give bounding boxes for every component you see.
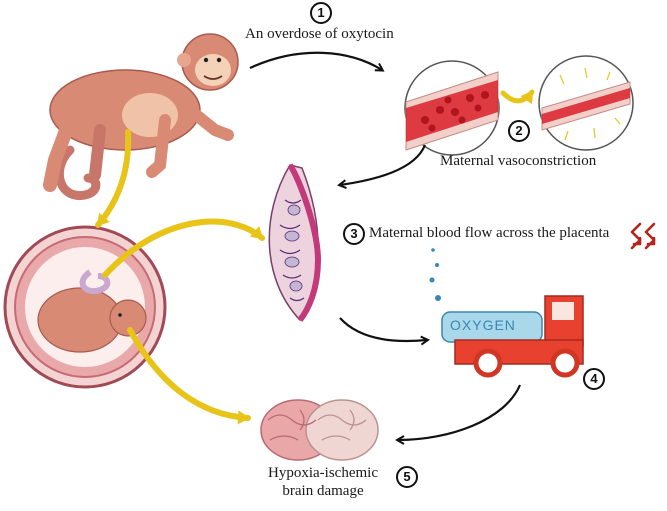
step-3-label: Maternal blood flow across the placenta bbox=[369, 225, 610, 241]
step-4-number: 4 bbox=[583, 368, 605, 390]
oxygen-truck-icon bbox=[429, 248, 584, 378]
monkey-icon bbox=[43, 33, 239, 200]
step-3-number: 3 bbox=[343, 223, 365, 245]
down-arrows-icon bbox=[630, 222, 656, 250]
fetus-in-womb-icon bbox=[3, 225, 167, 389]
step-2-label: Maternal vasoconstriction bbox=[440, 153, 597, 169]
arrow-monkey-to-womb bbox=[95, 129, 132, 228]
step-5-label-line1: Hypoxia-ischemic bbox=[268, 465, 378, 481]
arrow-womb-to-placenta bbox=[102, 218, 265, 278]
arrow-womb-to-brain bbox=[127, 327, 251, 425]
step-5-label-line2: brain damage bbox=[282, 483, 364, 499]
truck-tank-label: OXYGEN bbox=[450, 317, 516, 333]
blood-vessel-normal-icon bbox=[404, 60, 500, 156]
step-2-number: 2 bbox=[508, 120, 530, 142]
arrow-truck-to-brain bbox=[398, 384, 522, 440]
placenta-icon bbox=[268, 163, 322, 322]
step-5-number: 5 bbox=[396, 466, 418, 488]
transition-arrow-icon bbox=[500, 89, 535, 105]
blood-vessel-constricted-icon bbox=[538, 55, 634, 151]
step-1-label: An overdose of oxytocin bbox=[245, 26, 394, 42]
arrow-vessels-to-placenta bbox=[340, 144, 427, 185]
arrow-placenta-to-truck bbox=[339, 317, 427, 341]
step-1-number: 1 bbox=[310, 2, 332, 24]
arrow-monkey-to-vessels bbox=[249, 51, 382, 70]
brain-icon bbox=[260, 399, 379, 461]
